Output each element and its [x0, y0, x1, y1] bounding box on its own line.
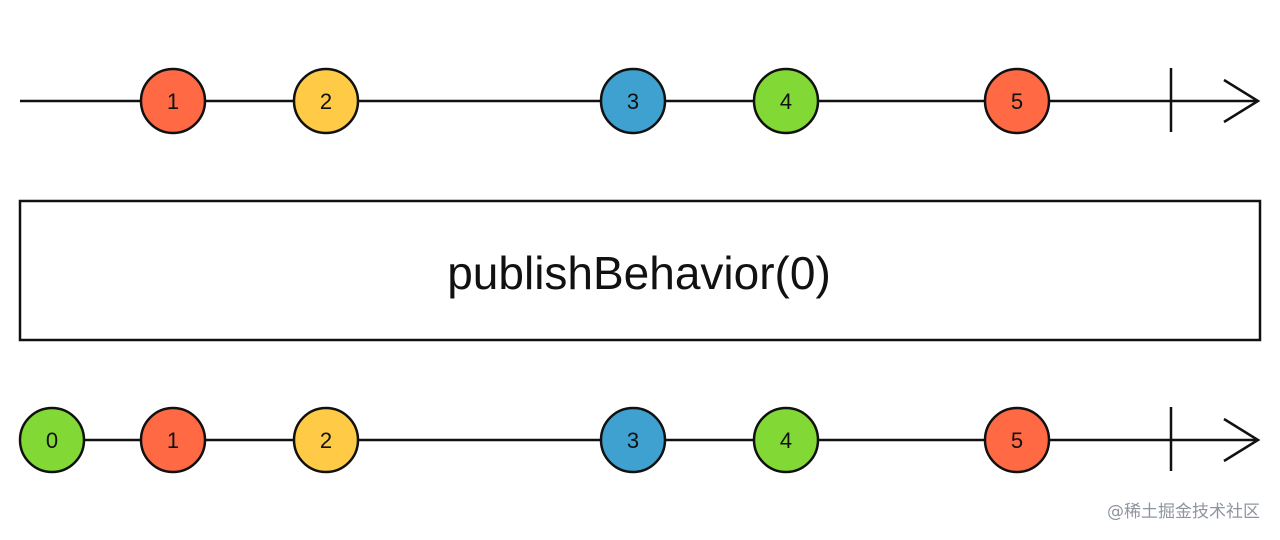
source-timeline-arrowhead	[1223, 78, 1261, 124]
operator-box: publishBehavior(0)	[18, 199, 1262, 342]
result-marble: 1	[139, 406, 207, 474]
source-timeline: 1 2 3 4 5	[20, 67, 1261, 135]
source-marble: 1	[139, 67, 207, 135]
marble-circle	[292, 406, 360, 474]
marble-circle	[599, 406, 667, 474]
marble-label: 2	[320, 428, 332, 453]
marble-circle	[139, 67, 207, 135]
marble-circle	[752, 406, 820, 474]
result-marble: 5	[983, 406, 1051, 474]
result-marble: 0	[18, 406, 86, 474]
operator-label: publishBehavior(0)	[447, 247, 831, 299]
marble-circle	[752, 67, 820, 135]
source-marble: 5	[983, 67, 1051, 135]
result-marble: 4	[752, 406, 820, 474]
marble-circle	[983, 406, 1051, 474]
marble-label: 5	[1011, 89, 1023, 114]
marble-circle	[599, 67, 667, 135]
marble-circle	[292, 67, 360, 135]
marble-circle	[983, 67, 1051, 135]
marble-label: 0	[46, 428, 58, 453]
source-marble: 4	[752, 67, 820, 135]
operator-box-frame	[18, 199, 1262, 342]
marble-label: 4	[780, 428, 792, 453]
marble-circle	[18, 406, 86, 474]
source-marbles: 1 2 3 4 5	[139, 67, 1051, 135]
marble-circle	[139, 406, 207, 474]
result-marble: 2	[292, 406, 360, 474]
marble-label: 5	[1011, 428, 1023, 453]
result-marble: 3	[599, 406, 667, 474]
result-marbles: 0 1 2 3 4 5	[18, 406, 1051, 474]
result-timeline: 0 1 2 3 4 5	[18, 406, 1261, 474]
marble-label: 1	[167, 428, 179, 453]
source-marble: 3	[599, 67, 667, 135]
marble-label: 3	[627, 428, 639, 453]
marble-label: 2	[320, 89, 332, 114]
source-marble: 2	[292, 67, 360, 135]
marble-label: 1	[167, 89, 179, 114]
watermark: @稀土掘金技术社区	[1107, 502, 1260, 522]
result-timeline-arrowhead	[1223, 417, 1261, 463]
marble-label: 3	[627, 89, 639, 114]
marble-label: 4	[780, 89, 792, 114]
